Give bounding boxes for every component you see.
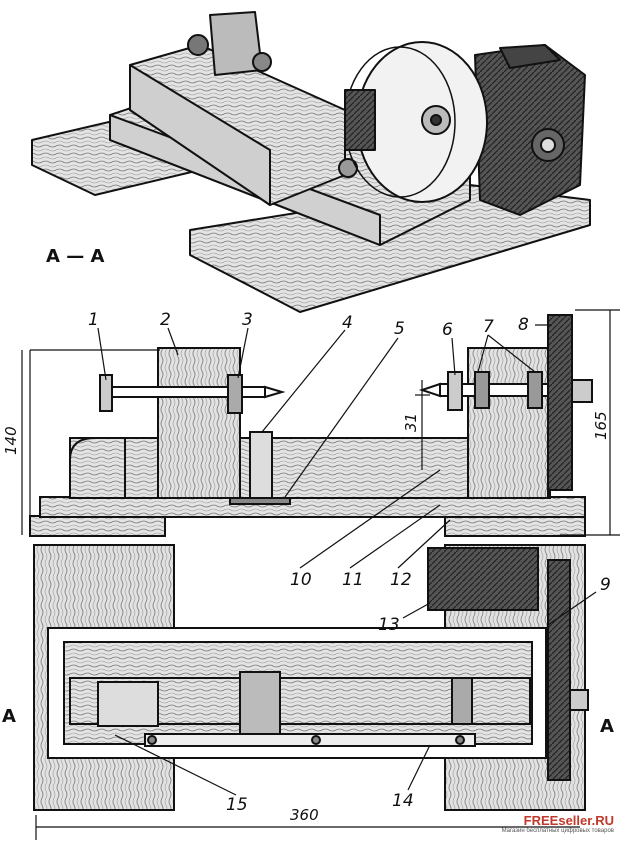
front-view (29, 314, 593, 537)
iso-bolt-icon (338, 158, 358, 178)
front-dimensions (21, 309, 620, 840)
dim-height-left: 140 (2, 426, 20, 455)
iso-motor (474, 44, 586, 216)
front-tool-rest (249, 431, 273, 503)
part-number-8: 8 (518, 315, 529, 335)
part-number-11: 11 (342, 570, 364, 590)
part-number-labels: 1 2 3 4 5 6 7 8 9 10 11 12 13 14 15 (88, 310, 611, 815)
part-number-3: 3 (242, 310, 253, 330)
section-mark-left: A (2, 706, 16, 727)
part-number-7: 7 (483, 317, 494, 337)
watermark-tagline: Магазин бесплатных цифровых товаров (501, 828, 614, 834)
part-number-13: 13 (378, 615, 400, 635)
front-headstock-post (467, 347, 549, 499)
part-number-10: 10 (290, 570, 312, 590)
plan-carriage (239, 671, 281, 735)
isometric-view (31, 11, 591, 313)
front-base-right (444, 515, 586, 537)
part-number-5: 5 (394, 319, 405, 339)
front-clamp-screw (227, 374, 243, 414)
part-number-4: 4 (342, 313, 353, 333)
section-label: A — A (46, 246, 104, 267)
plan-view (33, 544, 589, 811)
front-base-left (29, 515, 166, 537)
dim-gap: 31 (402, 413, 420, 432)
part-number-12: 12 (390, 570, 412, 590)
part-number-6: 6 (442, 320, 453, 340)
part-number-15: 15 (226, 795, 248, 815)
plan-rail (144, 733, 476, 747)
part-number-14: 14 (392, 791, 414, 811)
plan-pulley (547, 559, 571, 781)
plan-tailstock (97, 681, 159, 727)
front-base-board (39, 496, 586, 518)
part-number-1: 1 (88, 310, 99, 330)
watermark: FREEseller.RU Магазин бесплатных цифровы… (502, 813, 614, 834)
dim-height-right: 165 (592, 411, 610, 440)
leader-lines (97, 324, 597, 796)
watermark-brand: FREEseller.RU (523, 813, 614, 828)
part-number-9: 9 (600, 575, 611, 595)
part-number-2: 2 (160, 310, 171, 330)
section-mark-right: A (600, 716, 614, 737)
iso-screw-icon (252, 52, 272, 72)
plan-motor (427, 547, 539, 611)
dim-length: 360 (290, 806, 319, 824)
plan-headstock (451, 677, 473, 725)
front-tailstock-post (157, 347, 241, 499)
front-pulley (547, 314, 573, 491)
